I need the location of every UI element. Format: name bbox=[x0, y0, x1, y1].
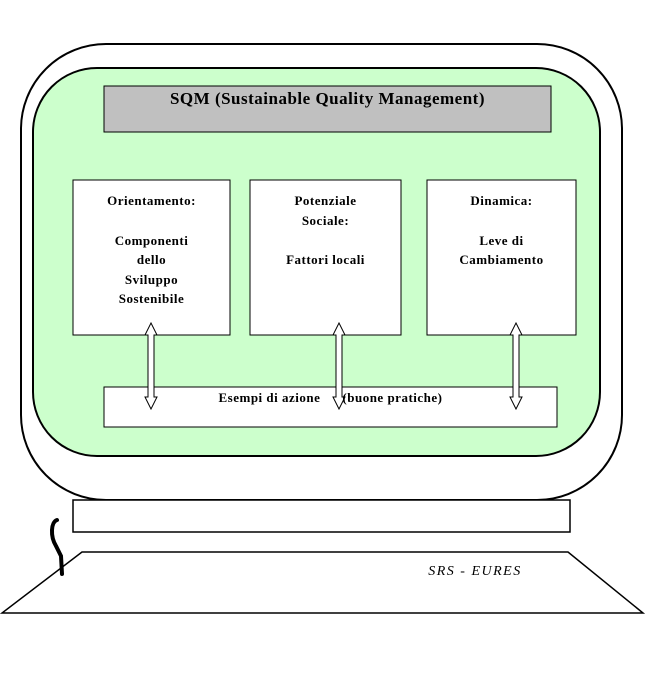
box-esempi-text: Esempi di azione (buone pratiche) bbox=[104, 388, 557, 408]
box-dinamica bbox=[426, 179, 577, 336]
box-orientamento bbox=[72, 179, 231, 336]
box-dinamica-text: Dinamica: Leve di Cambiamento bbox=[427, 191, 576, 270]
cable bbox=[50, 518, 64, 576]
box-dinamica-heading: Dinamica: bbox=[470, 193, 533, 208]
double-arrow-3 bbox=[509, 321, 523, 411]
double-arrow-1 bbox=[144, 321, 158, 411]
credit-label: SRS - EURES bbox=[428, 564, 522, 579]
box-esempi bbox=[103, 386, 558, 428]
box-orientamento-line: Sostenibile bbox=[118, 291, 185, 306]
box-potenziale-heading: Potenziale bbox=[294, 193, 357, 208]
box-orientamento-line: dello bbox=[136, 252, 167, 267]
diagram-title: SQM (Sustainable Quality Management) bbox=[169, 89, 486, 108]
keyboard bbox=[0, 551, 646, 614]
box-esempi-sublabel: (buone pratiche) bbox=[342, 390, 443, 405]
box-dinamica-line: Cambiamento bbox=[459, 252, 544, 267]
double-arrow-2 bbox=[332, 321, 346, 411]
box-orientamento-line: Sviluppo bbox=[124, 271, 179, 287]
box-dinamica-line: Leve di bbox=[479, 232, 524, 248]
box-orientamento-line: Componenti bbox=[114, 232, 189, 248]
box-esempi-label: Esempi di azione bbox=[218, 390, 321, 405]
title-bar bbox=[103, 85, 552, 133]
box-potenziale-line: Fattori locali bbox=[286, 252, 365, 267]
box-orientamento-text: Orientamento: Componenti dello Sviluppo … bbox=[73, 191, 230, 309]
box-orientamento-heading: Orientamento: bbox=[107, 193, 196, 208]
box-potenziale-text: Potenziale Sociale: Fattori locali bbox=[250, 191, 401, 270]
monitor-base-slot bbox=[72, 499, 571, 533]
box-potenziale-sociale bbox=[249, 179, 402, 336]
box-potenziale-heading-2: Sociale: bbox=[301, 212, 350, 228]
